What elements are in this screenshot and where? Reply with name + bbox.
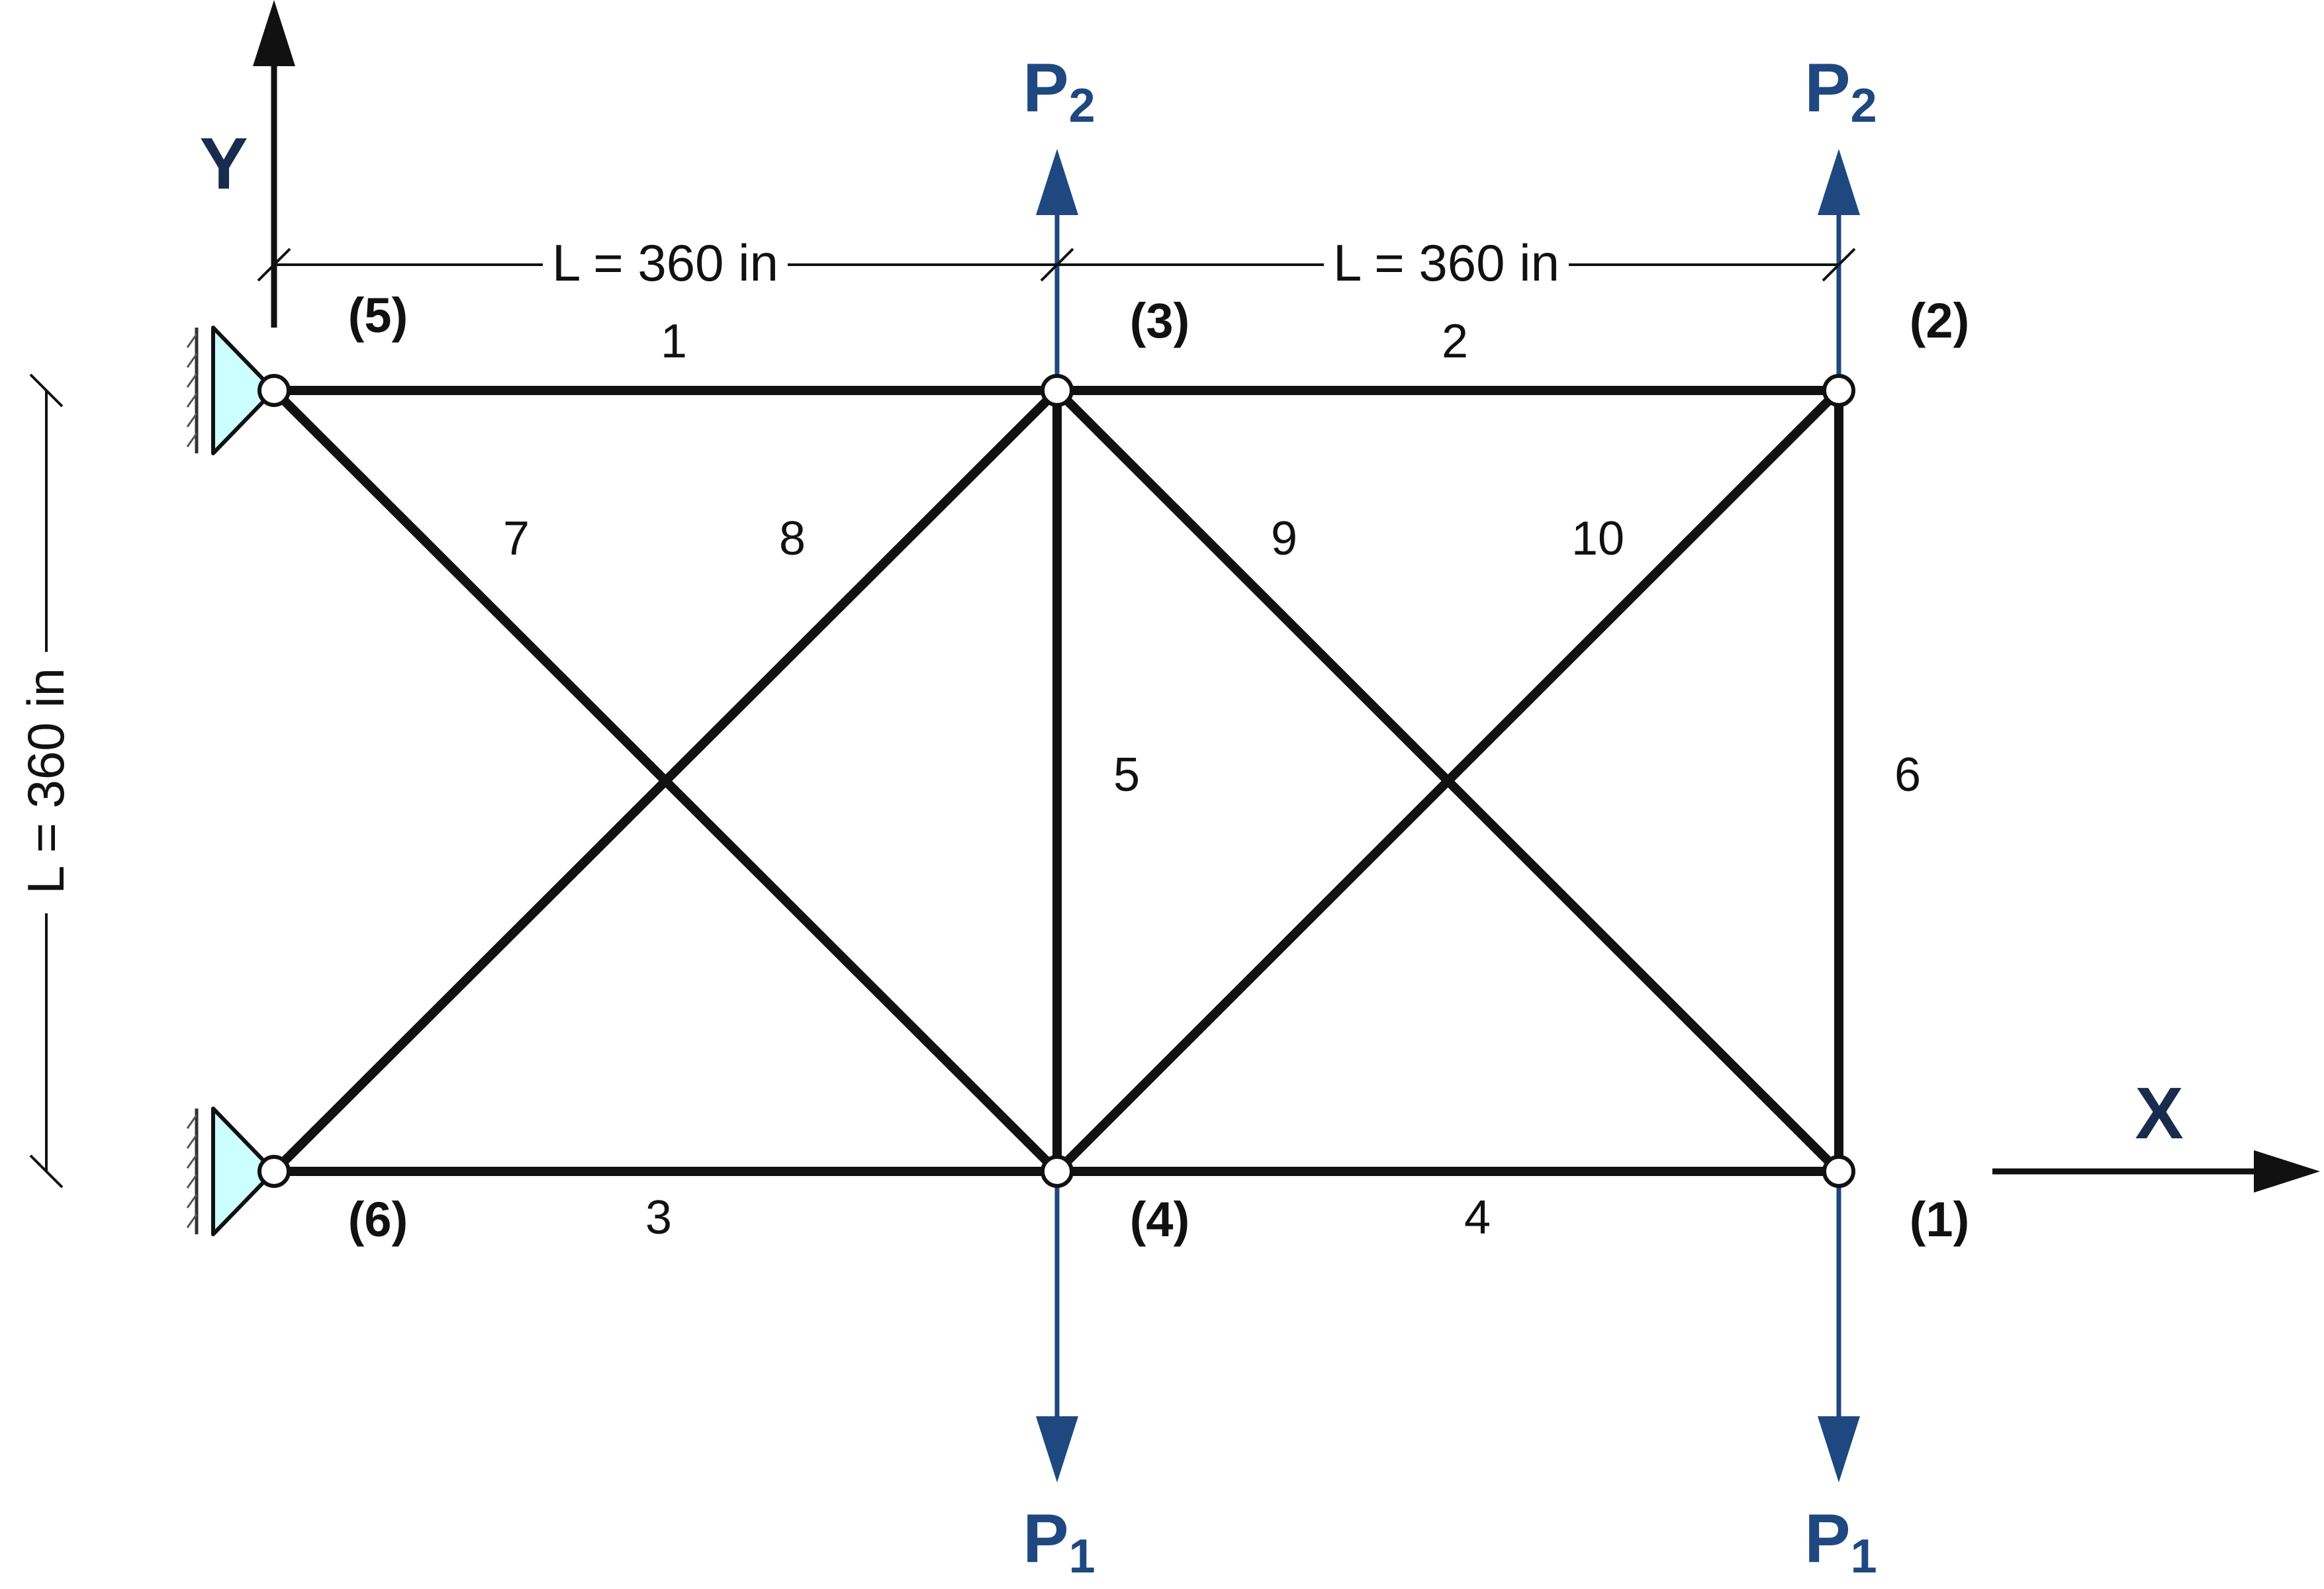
node-label-4: (4) bbox=[1130, 1192, 1189, 1247]
member-label-1: 1 bbox=[661, 315, 687, 368]
node-6 bbox=[257, 1155, 291, 1188]
x-axis-label: X bbox=[2135, 1073, 2183, 1154]
load-label-p2-node-2: P2 bbox=[1804, 50, 1877, 132]
load-label-p1-node-4: P1 bbox=[1023, 1500, 1095, 1583]
node-label-5: (5) bbox=[348, 288, 408, 343]
member-label-5: 5 bbox=[1113, 749, 1140, 801]
y-axis-arrow bbox=[253, 0, 295, 328]
dimension-line-top bbox=[257, 248, 1856, 282]
load-label-p1-node-1: P1 bbox=[1804, 1500, 1877, 1583]
dimension-label-top-right: L = 360 in bbox=[1333, 234, 1559, 292]
load-arrow-p2-node-3 bbox=[1036, 149, 1078, 390]
member-8 bbox=[269, 386, 1062, 1176]
member-label-6: 6 bbox=[1894, 749, 1921, 801]
load-label-p2-node-3: P2 bbox=[1023, 50, 1095, 132]
load-arrow-p1-node-4 bbox=[1036, 1171, 1078, 1482]
member-label-8: 8 bbox=[779, 512, 806, 565]
load-arrow-p1-node-1 bbox=[1818, 1171, 1860, 1482]
member-label-4: 4 bbox=[1464, 1191, 1491, 1244]
pin-support-node-6 bbox=[186, 1107, 276, 1236]
y-axis-label: Y bbox=[199, 123, 248, 204]
pin-support-node-5 bbox=[186, 326, 276, 455]
x-axis-arrow bbox=[1992, 1150, 2320, 1193]
node-label-6: (6) bbox=[348, 1192, 408, 1247]
member-label-2: 2 bbox=[1442, 315, 1468, 368]
member-label-3: 3 bbox=[645, 1191, 672, 1244]
member-10 bbox=[1052, 386, 1843, 1176]
dimension-label-top-left: L = 360 in bbox=[552, 234, 778, 292]
node-4 bbox=[1041, 1155, 1074, 1188]
load-arrow-p2-node-2 bbox=[1818, 149, 1860, 390]
node-5 bbox=[257, 374, 291, 407]
node-2 bbox=[1822, 374, 1855, 407]
node-label-2: (2) bbox=[1910, 293, 1969, 348]
node-1 bbox=[1822, 1155, 1855, 1188]
dimension-line-vertical bbox=[29, 373, 64, 1189]
member-label-9: 9 bbox=[1271, 512, 1297, 565]
member-label-7: 7 bbox=[503, 512, 530, 565]
node-label-3: (3) bbox=[1130, 293, 1189, 348]
dimension-label-vertical: L = 360 in bbox=[17, 668, 75, 894]
member-label-10: 10 bbox=[1571, 512, 1624, 565]
node-label-1: (1) bbox=[1910, 1192, 1969, 1247]
node-3 bbox=[1041, 374, 1074, 407]
